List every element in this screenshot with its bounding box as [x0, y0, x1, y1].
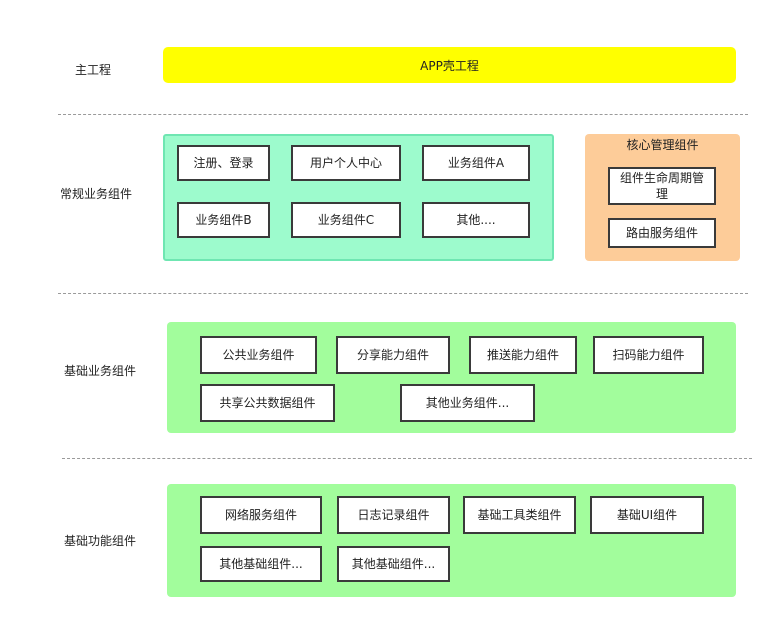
component-network-service: 网络服务组件 — [200, 496, 322, 534]
component-basic-utils: 基础工具类组件 — [463, 496, 576, 534]
component-common-business: 公共业务组件 — [200, 336, 317, 374]
component-other-basic-2: 其他基础组件... — [337, 546, 450, 582]
app-shell-project-label: APP壳工程 — [420, 58, 479, 73]
app-shell-project: APP壳工程 — [163, 47, 736, 83]
component-other-business: 其他业务组件... — [400, 384, 535, 422]
separator-1 — [58, 114, 748, 115]
component-push: 推送能力组件 — [469, 336, 577, 374]
component-user-center: 用户个人中心 — [291, 145, 401, 181]
component-lifecycle-management: 组件生命周期管理 — [608, 167, 716, 205]
core-management-title: 核心管理组件 — [626, 138, 699, 152]
component-shared-data: 共享公共数据组件 — [200, 384, 335, 422]
component-other: 其他.... — [422, 202, 530, 238]
component-business-b: 业务组件B — [177, 202, 270, 238]
component-business-c: 业务组件C — [291, 202, 401, 238]
separator-3 — [62, 458, 752, 459]
component-share: 分享能力组件 — [336, 336, 450, 374]
separator-2 — [58, 293, 748, 294]
row-label-regular-business: 常规业务组件 — [60, 187, 133, 201]
row-label-main: 主工程 — [75, 63, 112, 77]
component-basic-ui: 基础UI组件 — [590, 496, 704, 534]
row-label-basic-function: 基础功能组件 — [64, 534, 137, 548]
component-other-basic-1: 其他基础组件... — [200, 546, 322, 582]
component-scan: 扫码能力组件 — [593, 336, 704, 374]
component-router-service: 路由服务组件 — [608, 218, 716, 248]
component-register-login: 注册、登录 — [177, 145, 270, 181]
component-logging: 日志记录组件 — [337, 496, 450, 534]
row-label-basic-business: 基础业务组件 — [64, 364, 137, 378]
component-business-a: 业务组件A — [422, 145, 530, 181]
